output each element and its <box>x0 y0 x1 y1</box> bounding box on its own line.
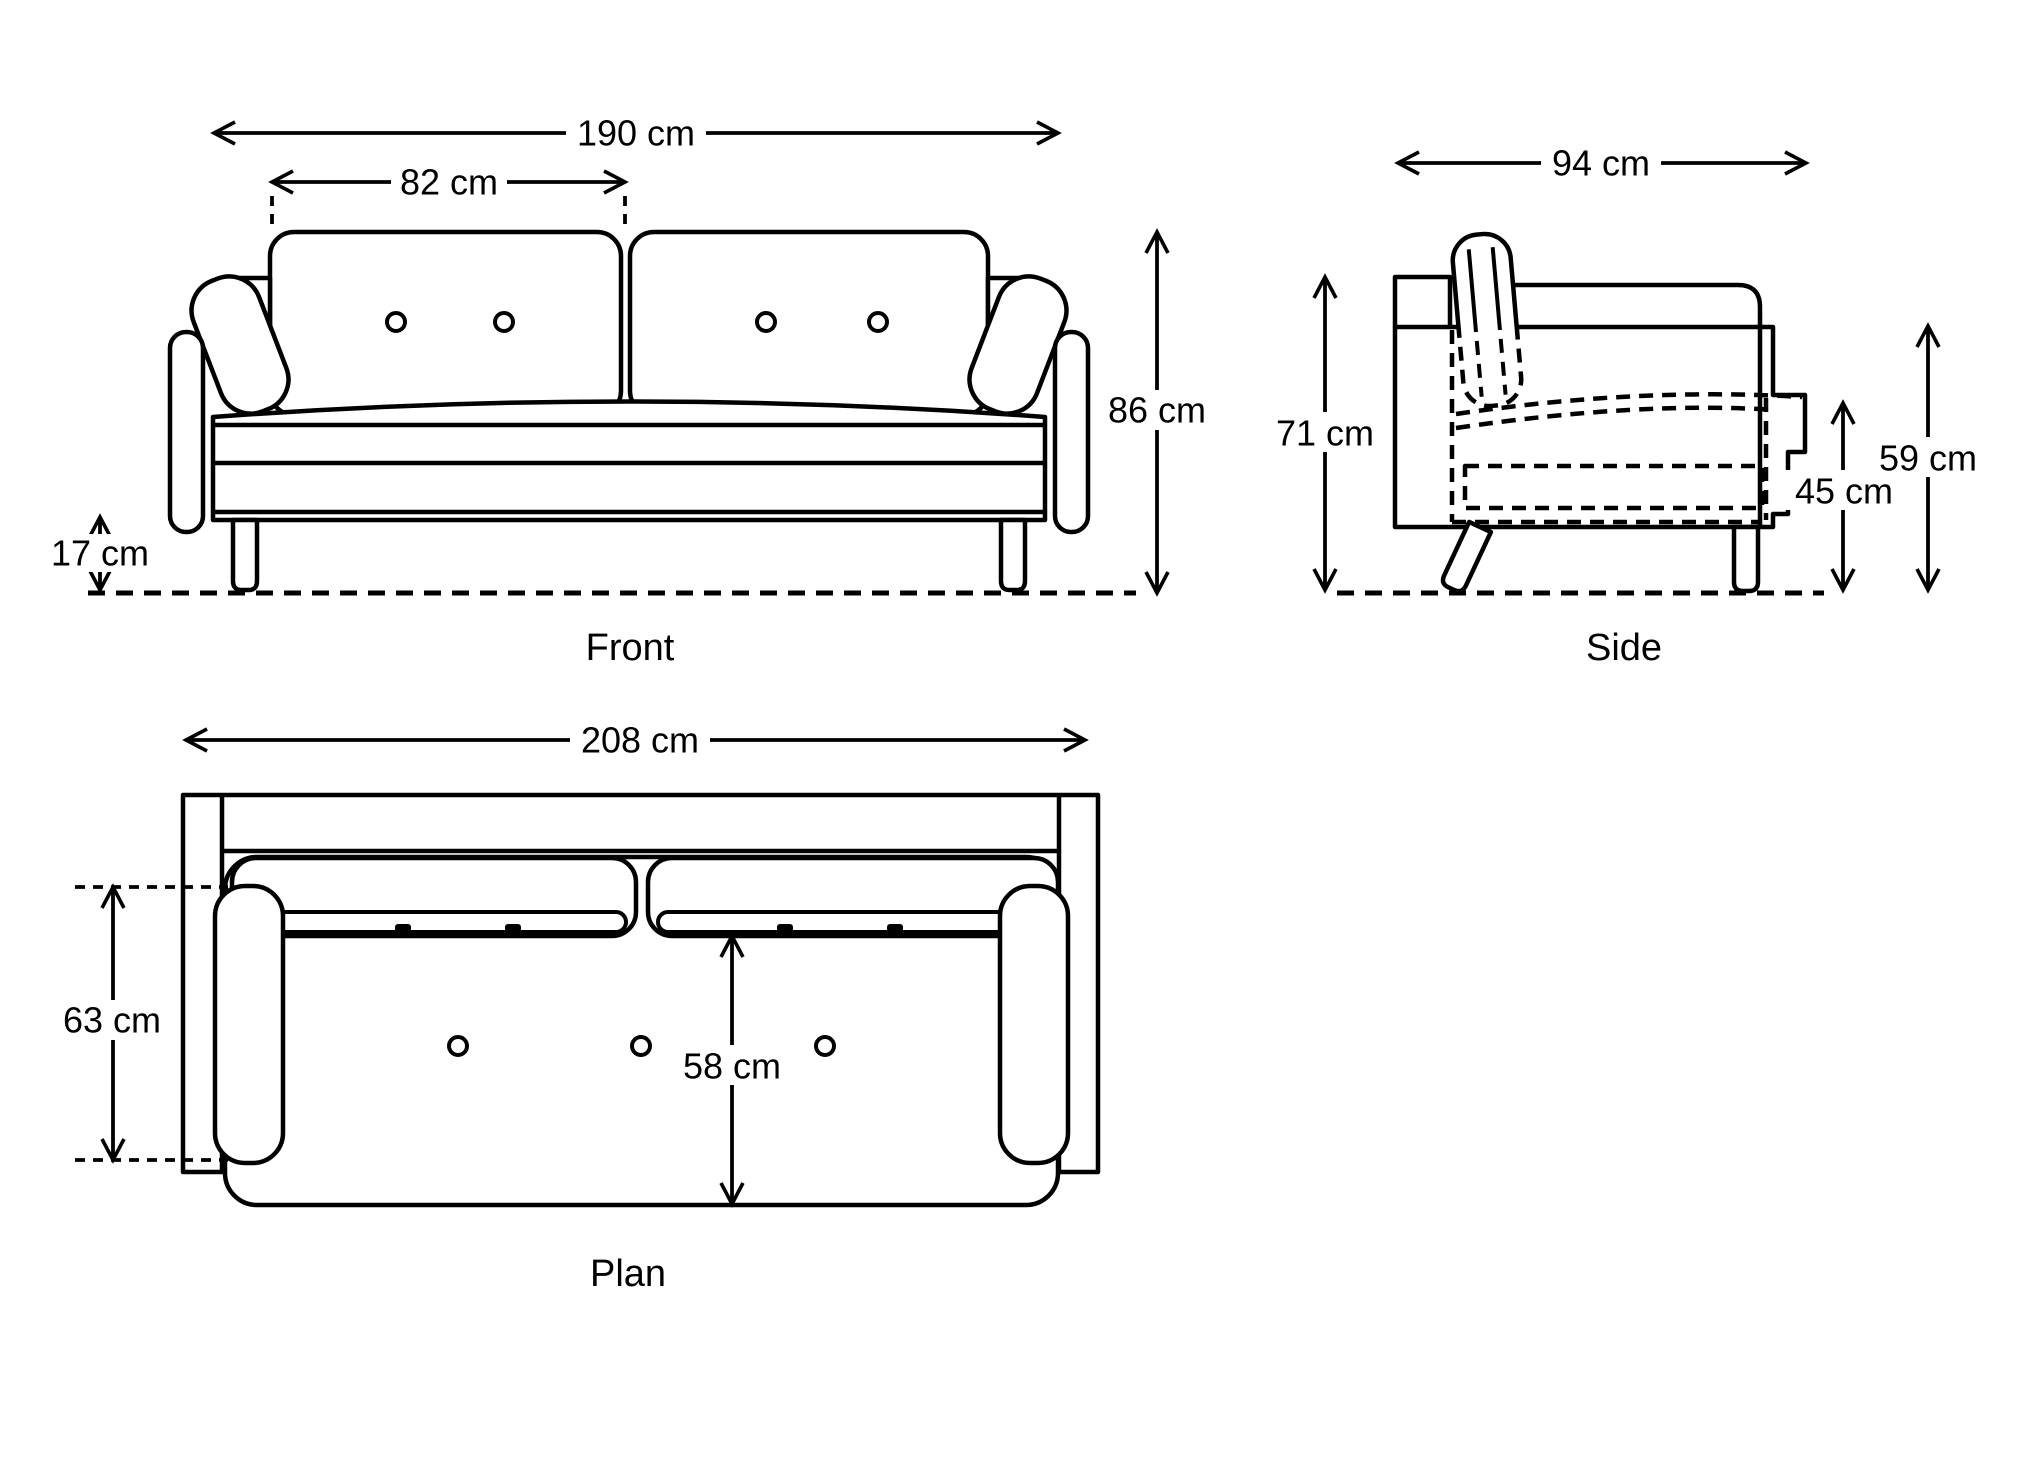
front-dim-overall-width: 190 cm <box>210 112 1062 154</box>
side-back-panel <box>1392 274 1453 327</box>
front-cushion-buttons <box>385 311 889 333</box>
side-dim-back-height-label: 71 cm <box>1276 413 1374 454</box>
front-dim-overall-height: 86 cm <box>1098 228 1216 597</box>
front-arm-pillow-right <box>967 274 1069 416</box>
side-body-outline <box>1392 324 1808 530</box>
front-dim-cushion-width: 82 cm <box>268 162 629 230</box>
plan-back-cushion-left <box>229 855 639 939</box>
side-leg-rear <box>1731 524 1761 594</box>
side-back-cushion-hidden <box>1450 330 1524 409</box>
plan-cushion-button-marks <box>395 924 903 932</box>
side-dim-seat-height: 45 cm <box>1784 399 1904 594</box>
front-dim-overall-height-label: 86 cm <box>1108 390 1206 431</box>
plan-dim-overall-width: 208 cm <box>182 719 1089 761</box>
plan-armrest-right <box>997 883 1071 1166</box>
side-view-label: Side <box>1586 627 1662 669</box>
plan-dim-seat-depth: 58 cm <box>672 932 792 1208</box>
front-view-label: Front <box>586 627 675 669</box>
front-armrest-right <box>1052 329 1091 535</box>
side-dim-seat-height-label: 45 cm <box>1795 471 1893 512</box>
front-view: 190 cm 82 cm 86 cm 17 cm Front <box>50 112 1216 669</box>
front-leg-left <box>230 517 260 593</box>
plan-dim-arm-depth-label: 63 cm <box>63 1000 161 1041</box>
side-dim-depth: 94 cm <box>1394 142 1810 184</box>
side-dim-arm-height-label: 59 cm <box>1879 438 1977 479</box>
side-dim-depth-label: 94 cm <box>1552 143 1650 184</box>
front-dim-overall-width-label: 190 cm <box>577 113 695 154</box>
front-arm-pillow-left <box>189 274 291 416</box>
side-back-cushion-visible <box>1450 231 1524 330</box>
plan-dim-seat-depth-label: 58 cm <box>683 1046 781 1087</box>
plan-seat-buttons <box>447 1035 836 1057</box>
side-dim-back-height: 71 cm <box>1265 273 1385 594</box>
front-back-cushion-right <box>627 229 991 418</box>
side-arm-panel <box>1502 282 1763 525</box>
side-leg-front <box>1440 519 1494 594</box>
plan-view: 208 cm 63 cm 58 cm Plan <box>52 719 1101 1295</box>
plan-view-label: Plan <box>590 1253 666 1295</box>
front-dim-leg-height-label: 17 cm <box>51 533 149 574</box>
front-dim-cushion-width-label: 82 cm <box>400 162 498 203</box>
plan-dim-overall-width-label: 208 cm <box>581 720 699 761</box>
front-armrest-left <box>167 329 206 535</box>
side-hidden-lines <box>1449 330 1803 525</box>
front-leg-right <box>998 517 1028 593</box>
front-dim-leg-height: 17 cm <box>50 513 150 594</box>
side-view: 94 cm 71 cm 45 cm 59 cm Side <box>1265 142 1988 669</box>
plan-back-cushion-right <box>645 855 1061 939</box>
plan-dim-arm-depth: 63 cm <box>52 883 228 1164</box>
plan-armrest-left <box>212 883 286 1166</box>
front-back-cushion-left <box>267 229 624 418</box>
side-dim-arm-height: 59 cm <box>1868 322 1988 594</box>
